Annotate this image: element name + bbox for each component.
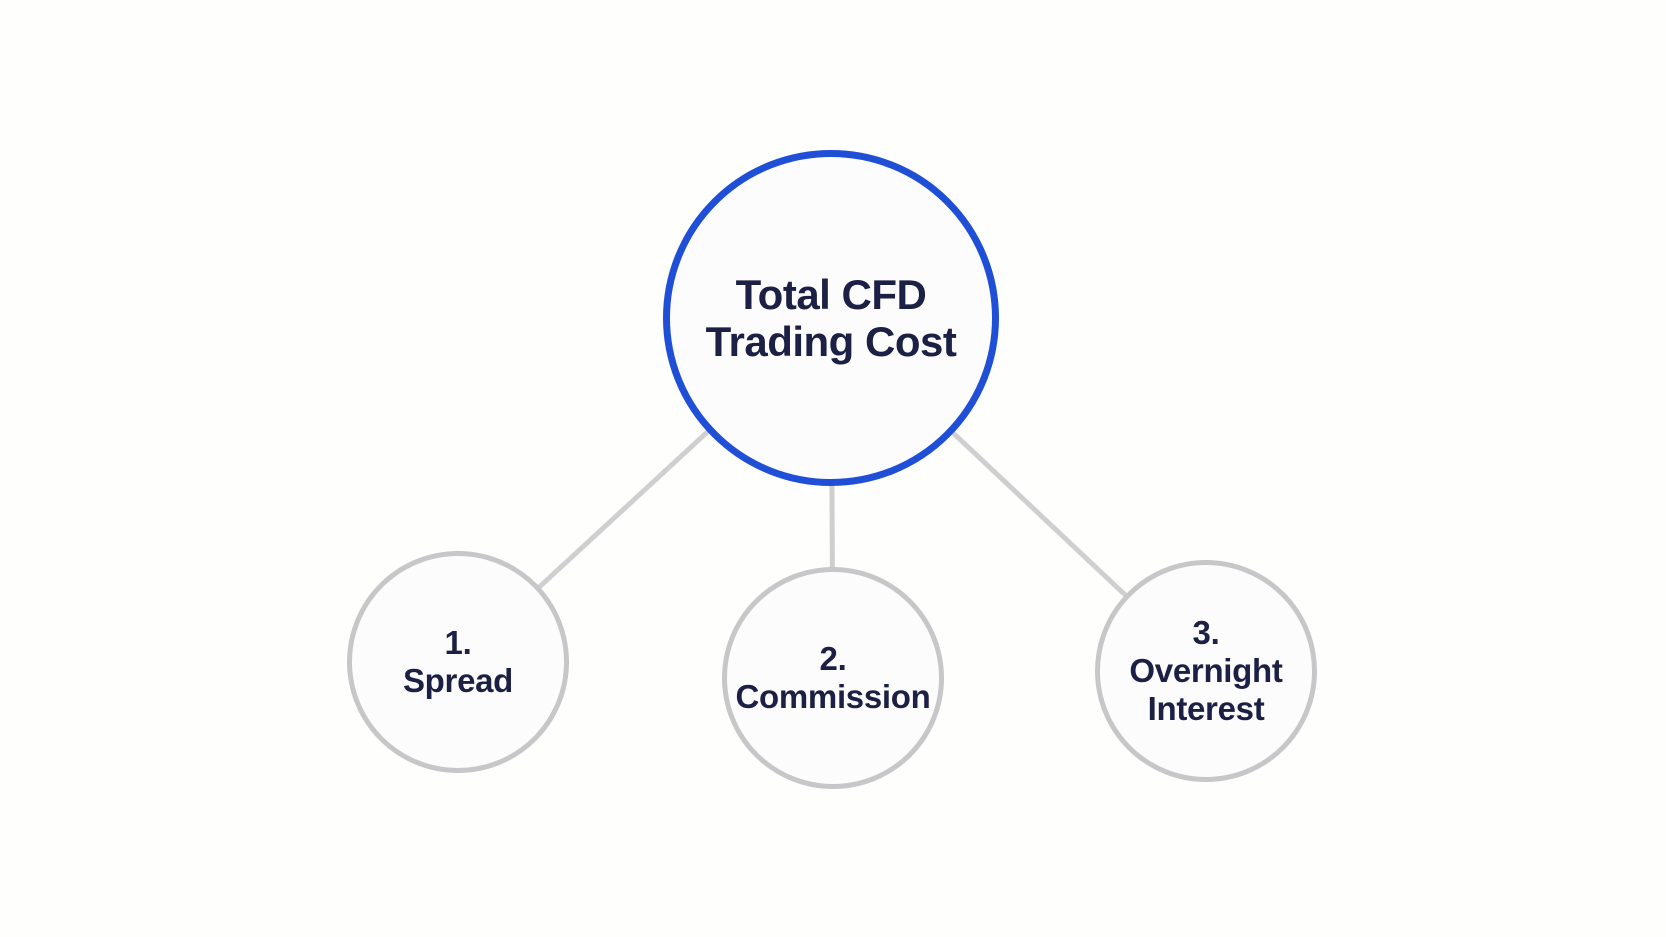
node-overnight-interest: 3. Overnight Interest (1095, 560, 1317, 782)
node-label: 2. Commission (735, 639, 931, 715)
node-label: Total CFD Trading Cost (705, 270, 957, 365)
node-label: 1. Spread (402, 623, 514, 699)
node-label: 3. Overnight Interest (1129, 613, 1283, 728)
node-commission: 2. Commission (722, 567, 944, 789)
node-total-cfd-trading-cost: Total CFD Trading Cost (663, 150, 999, 486)
node-spread: 1. Spread (347, 551, 569, 773)
